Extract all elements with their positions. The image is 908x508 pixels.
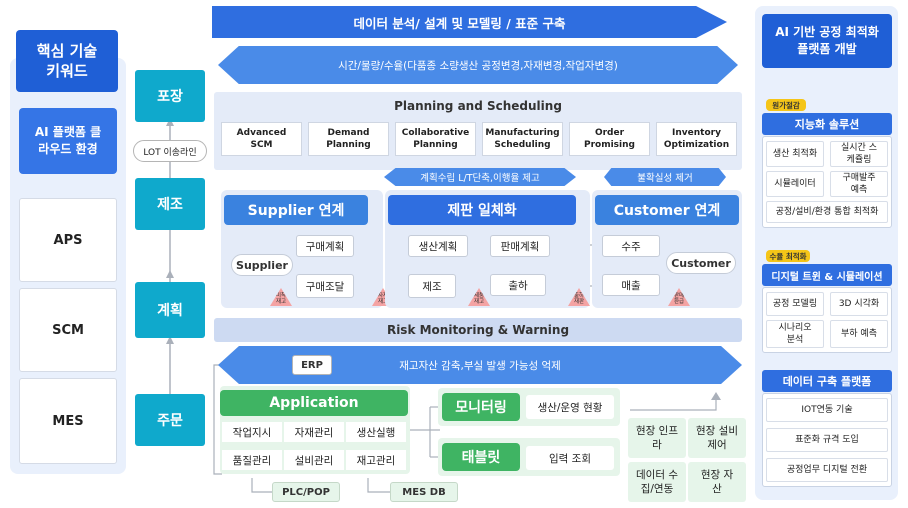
cell-integrated-opt: 공정/설비/환경 통합 최적화 [766, 201, 888, 223]
plan-collaborative: Collaborative Planning [395, 122, 476, 156]
intelligent-solution-header: 지능화 솔루션 [762, 113, 892, 135]
planning-title: Planning and Scheduling [394, 99, 562, 113]
sales-plan-node: 판매계획 [490, 235, 550, 257]
cell-process-modeling: 공정 모델링 [766, 292, 824, 316]
production-header: 제판 일체화 [388, 195, 576, 225]
app-material: 자재관리 [284, 422, 344, 442]
app-inventory: 재고관리 [346, 450, 406, 470]
stage-manufacturing: 제조 [135, 178, 205, 230]
keyword-aps: APS [19, 198, 117, 282]
yield-optimization-badge: 수율 최적화 [766, 250, 810, 262]
cell-production-opt: 생산 최적화 [766, 141, 824, 167]
app-execution: 생산실행 [346, 422, 406, 442]
lead-time-arrow: 계획수립 L/T단축,이행율 제고 [384, 168, 576, 186]
ai-platform-title: AI 기반 공정 최적화 플랫폼 개발 [762, 14, 892, 68]
cell-purchase-forecast: 구매발주 예측 [830, 171, 888, 197]
top-banner-arrow: 데이터 분석/ 설계 및 모델링 / 표준 구축 [212, 6, 727, 38]
risk-monitoring-bar: Risk Monitoring & Warning [214, 318, 742, 342]
stage-order: 주문 [135, 394, 205, 446]
stage-planning: 계획 [135, 282, 205, 338]
plan-manufacturing: Manufacturing Scheduling [482, 122, 563, 156]
shipment-node: 출하 [490, 274, 546, 296]
plan-demand: Demand Planning [308, 122, 389, 156]
supplier-node: Supplier [231, 254, 293, 276]
keyword-title: 핵심 기술 키워드 [16, 30, 118, 92]
application-header: Application [220, 390, 408, 416]
tablet-detail: 입력 조회 [526, 446, 614, 470]
data-platform-header: 데이터 구축 플랫폼 [762, 370, 892, 392]
order-node: 수주 [602, 235, 660, 257]
monitoring-detail: 생산/운영 현황 [526, 395, 614, 419]
plan-inventory: Inventory Optimization [656, 122, 737, 156]
app-quality: 품질관리 [222, 450, 282, 470]
cost-reduction-badge: 원가절감 [766, 99, 806, 111]
field-data-collection: 데이터 수집/연동 [628, 462, 686, 502]
keyword-scm: SCM [19, 288, 117, 372]
cell-realtime-schedule: 실시간 스케쥴링 [830, 141, 888, 167]
tablet-header: 태블릿 [442, 443, 520, 471]
field-infra: 현장 인프라 [628, 418, 686, 458]
time-quantity-arrow: 시간/물량/수율(다품종 소량생산 공정변경,자재변경,작업자변경) [218, 46, 738, 84]
manufacture-node: 제조 [408, 274, 456, 298]
erp-box: ERP [292, 355, 332, 375]
digital-twin-header: 디지털 트윈 & 시뮬레이션 [762, 264, 892, 286]
purchase-procure-node: 구매조달 [296, 274, 354, 298]
monitoring-header: 모니터링 [442, 393, 520, 421]
cell-digital-transform: 공정업무 디지털 전환 [766, 458, 888, 482]
plan-order-promising: Order Promising [569, 122, 650, 156]
ai-platform-box: AI 플랫폼 클라우드 환경 [19, 108, 117, 174]
plan-advanced-scm: Advanced SCM [221, 122, 302, 156]
app-equipment: 설비관리 [284, 450, 344, 470]
cell-load-forecast: 부하 예측 [830, 320, 888, 348]
planning-panel [214, 92, 742, 170]
lot-transfer-line: LOT 이송라인 [133, 140, 207, 162]
mes-db-tag: MES DB [390, 482, 458, 502]
supplier-header: Supplier 연계 [224, 195, 368, 225]
sales-node: 매출 [602, 274, 660, 296]
cell-3d-visualization: 3D 시각화 [830, 292, 888, 316]
field-assets: 현장 자산 [688, 462, 746, 502]
customer-header: Customer 연계 [595, 195, 739, 225]
field-equipment-control: 현장 설비 제어 [688, 418, 746, 458]
cell-standardization: 표준화 규격 도입 [766, 428, 888, 452]
keyword-mes: MES [19, 378, 117, 464]
cell-simulator: 시뮬레이터 [766, 171, 824, 197]
cell-scenario-analysis: 시나리오 분석 [766, 320, 824, 348]
stage-packaging: 포장 [135, 70, 205, 122]
uncertainty-arrow: 불확실성 제거 [604, 168, 726, 186]
customer-node: Customer [666, 252, 736, 274]
plc-pop-tag: PLC/POP [272, 482, 340, 502]
app-work-order: 작업지시 [222, 422, 282, 442]
cell-iot: IOT연동 기술 [766, 398, 888, 422]
production-plan-node: 생산계획 [408, 235, 468, 257]
purchase-plan-node: 구매계획 [296, 235, 354, 257]
